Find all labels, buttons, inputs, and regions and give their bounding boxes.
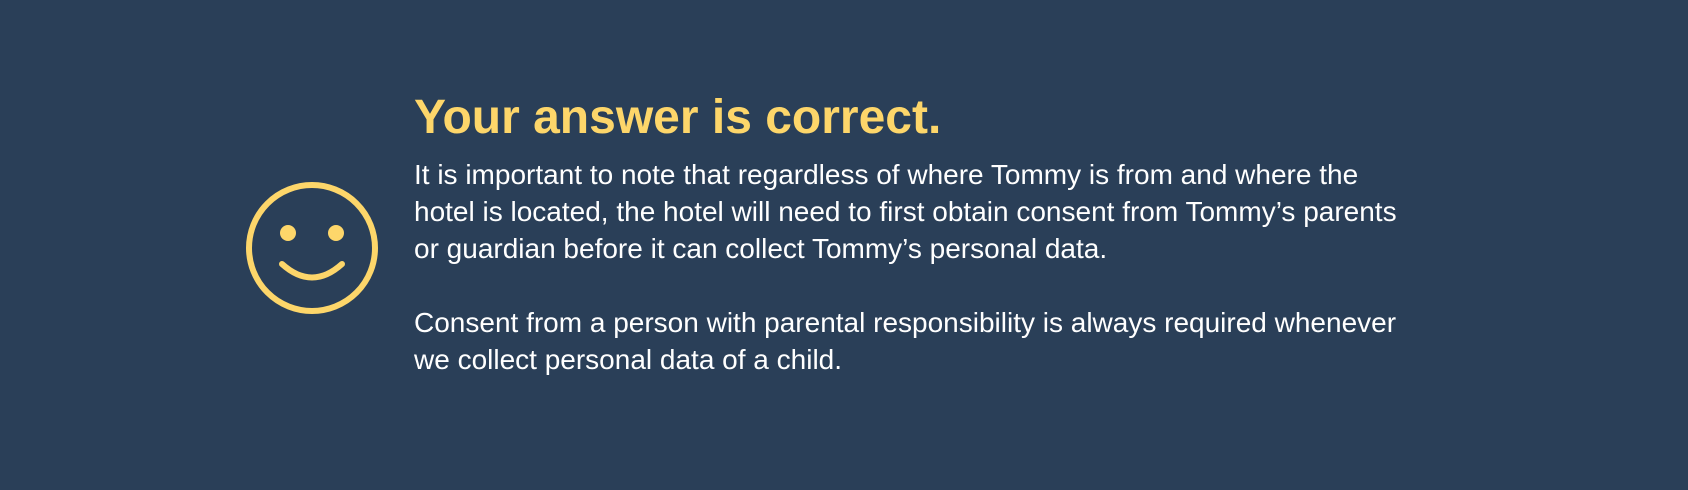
feedback-content: Your answer is correct. It is important … — [414, 88, 1414, 378]
feedback-title: Your answer is correct. — [414, 91, 942, 144]
feedback-summary: Consent from a person with parental resp… — [414, 307, 1397, 375]
smiley-icon — [246, 182, 378, 314]
feedback-explanation: It is important to note that regardless … — [414, 159, 1397, 264]
